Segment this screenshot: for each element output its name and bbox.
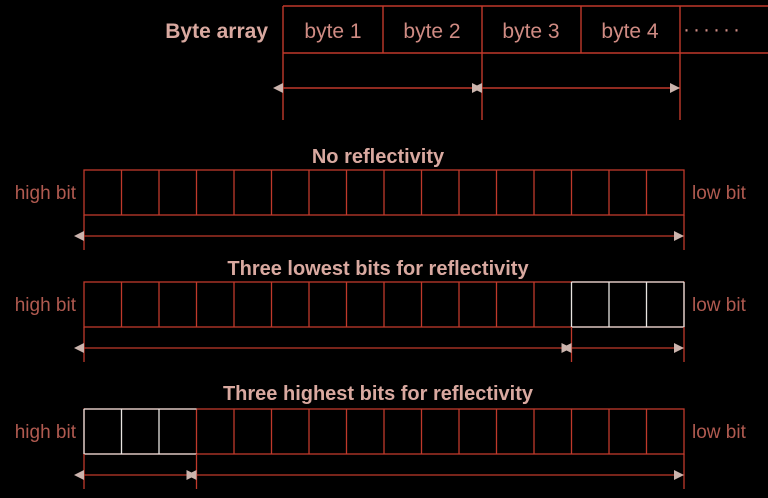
byte-cells-ellipsis: ······ <box>683 18 743 41</box>
byte-cell-2: byte 2 <box>403 20 460 43</box>
highlight-cells-row3-highest-3-bits <box>83 408 197 455</box>
low-bit-label-row1: low bit <box>692 183 747 204</box>
low-bit-label-row3: low bit <box>692 422 747 443</box>
byte-cell-4: byte 4 <box>601 20 659 43</box>
bit-cells-row2 <box>83 281 685 328</box>
row-title-no-reflectivity: No reflectivity <box>312 146 445 168</box>
high-bit-label-row2: high bit <box>15 295 77 316</box>
row-title-three-highest-bits: Three highest bits for reflectivity <box>223 383 534 405</box>
byte-array-group: Byte array byte 1 byte 2 byte 3 byte 4 ·… <box>165 5 768 120</box>
byte-cell-3: byte 3 <box>502 20 559 43</box>
row-three-highest-bits: Three highest bits for reflectivity high… <box>15 383 747 489</box>
high-bit-label-row1: high bit <box>15 183 77 204</box>
bit-cells-row1 <box>83 169 685 216</box>
byte-cell-1: byte 1 <box>304 20 361 43</box>
row-no-reflectivity: No reflectivity high bit low bit <box>15 146 747 250</box>
row-three-lowest-bits: Three lowest bits for reflectivity high … <box>15 258 747 362</box>
high-bit-label-row3: high bit <box>15 422 77 443</box>
bit-cells-row3 <box>83 408 685 455</box>
byte-array-label: Byte array <box>165 20 268 43</box>
row-title-three-lowest-bits: Three lowest bits for reflectivity <box>227 258 529 280</box>
low-bit-label-row2: low bit <box>692 295 747 316</box>
highlight-cells-row2-lowest-3-bits <box>570 281 685 328</box>
